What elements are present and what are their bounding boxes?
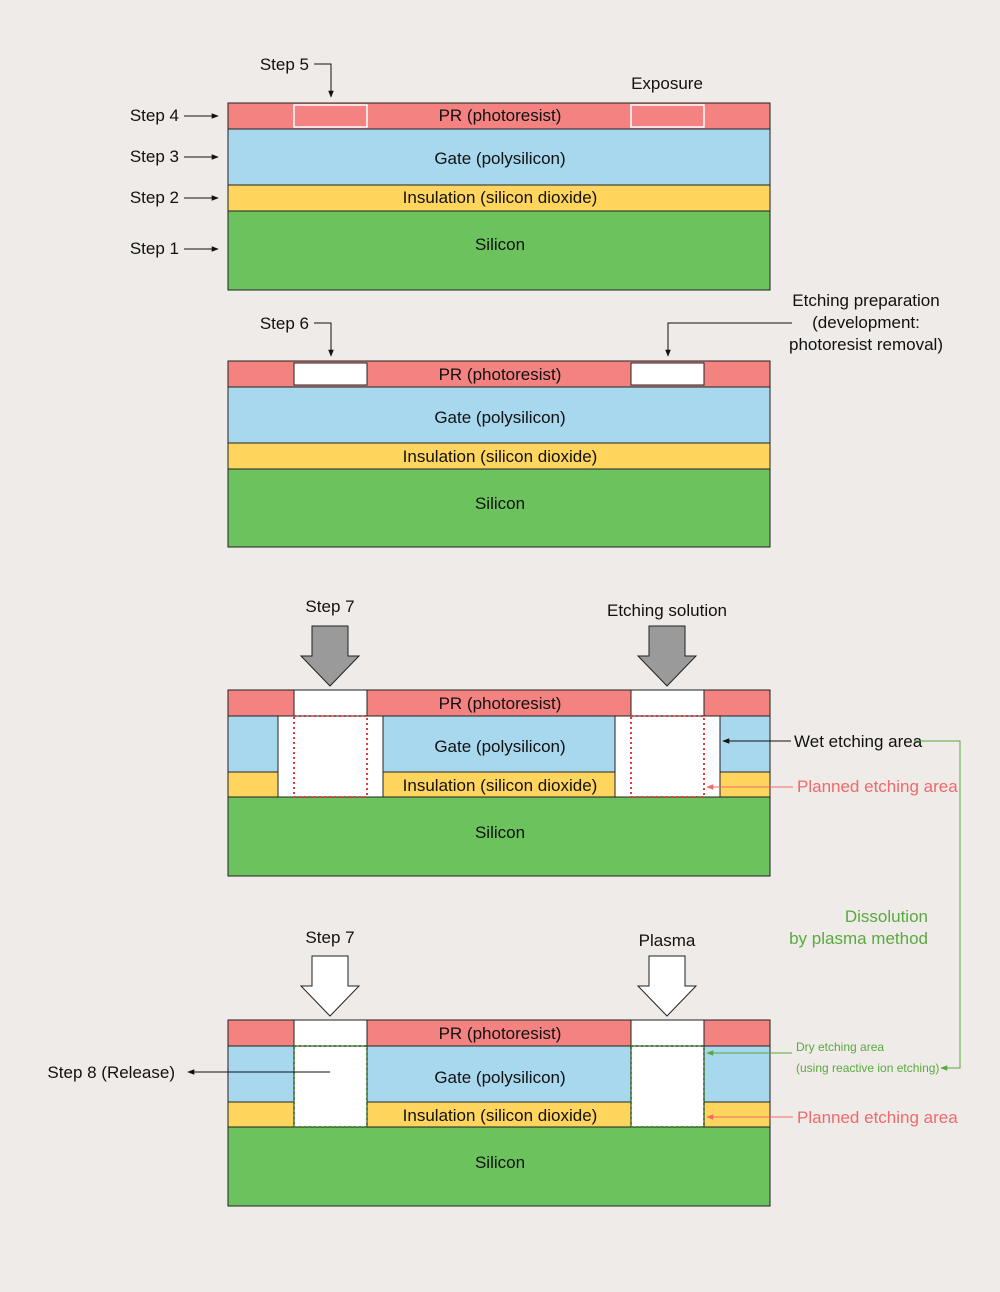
plasma-arrow-right: [636, 955, 698, 1017]
silicon-label: Silicon: [475, 235, 525, 254]
connector-line: [914, 740, 961, 1071]
silicon-label: Silicon: [475, 823, 525, 842]
silicon-layer: [228, 469, 770, 547]
plasma-connector: Dissolution by plasma method: [789, 740, 961, 1071]
gate-layer: [228, 129, 770, 185]
plasma-arrow-left: [299, 955, 361, 1017]
step5-label: Step 5: [260, 55, 309, 74]
insulation-label: Insulation (silicon dioxide): [403, 188, 598, 207]
etching-prep-line2: (development:: [812, 313, 920, 332]
step5-arrow: [314, 63, 334, 98]
dry-etching-line2: (using reactive ion etching): [796, 1061, 939, 1075]
plasma-label: Plasma: [639, 931, 696, 950]
panel-4: PR (photoresist) Gate (polysilicon) Insu…: [47, 928, 958, 1207]
gate-right: [720, 716, 770, 772]
wet-cavity-right: [614, 715, 721, 798]
pr-label: PR (photoresist): [439, 106, 562, 125]
pr-layer: [228, 103, 770, 129]
etching-solution-arrow-right: [636, 625, 698, 687]
gate-left: [228, 716, 278, 772]
planned-etching-outline-right: [630, 715, 705, 798]
planned-etching-label: Planned etching area: [797, 1108, 958, 1127]
gate-label: Gate (polysilicon): [434, 408, 565, 427]
gate-layer: [228, 387, 770, 443]
release-label: Step 8 (Release): [47, 1063, 175, 1082]
pr-label: PR (photoresist): [439, 694, 562, 713]
pr-opening-left: [293, 689, 368, 717]
dry-cavity-right: [630, 1019, 705, 1128]
step2-label: Step 2: [130, 188, 179, 207]
dry-cavity-left: [293, 1019, 368, 1128]
dissolution-line2: by plasma method: [789, 929, 928, 948]
etching-solution-label: Etching solution: [607, 601, 727, 620]
gate-label: Gate (polysilicon): [434, 737, 565, 756]
pr-label: PR (photoresist): [439, 365, 562, 384]
step3-label: Step 3: [130, 147, 179, 166]
panel-2: PR (photoresist) Gate (polysilicon) Insu…: [227, 291, 943, 548]
gate-center: [383, 716, 615, 772]
insulation-label: Insulation (silicon dioxide): [403, 1106, 598, 1125]
pr-opening-left: [293, 362, 368, 386]
pr-label: PR (photoresist): [439, 1024, 562, 1043]
dry-etching-outline-left: [293, 1045, 368, 1128]
exposure-window-left: [293, 104, 368, 128]
planned-etching-outline-left: [293, 715, 368, 798]
silicon-layer: [228, 211, 770, 290]
stack-outline: [227, 689, 771, 877]
silicon-label: Silicon: [475, 1153, 525, 1172]
panel-1: PR (photoresist) Gate (polysilicon) Insu…: [130, 55, 771, 291]
insulation-left: [228, 772, 278, 797]
stack-outline: [227, 102, 771, 291]
insulation-label: Insulation (silicon dioxide): [403, 776, 598, 795]
insulation-label: Insulation (silicon dioxide): [403, 447, 598, 466]
wet-cavity-left: [277, 715, 384, 798]
exposure-label: Exposure: [631, 74, 703, 93]
step1-label: Step 1: [130, 239, 179, 258]
step7-label: Step 7: [305, 928, 354, 947]
step6-label: Step 6: [260, 314, 309, 333]
gate-label: Gate (polysilicon): [434, 1068, 565, 1087]
etching-solution-arrow-left: [299, 625, 361, 687]
pr-opening-right: [630, 689, 705, 717]
stack-outline: [227, 360, 771, 548]
silicon-label: Silicon: [475, 494, 525, 513]
etching-prep-line3: photoresist removal): [789, 335, 943, 354]
silicon-layer: [228, 797, 770, 876]
etching-prep-arrow: [665, 322, 792, 357]
pr-opening-right: [630, 362, 705, 386]
insulation-layer: [228, 185, 770, 211]
dissolution-line1: Dissolution: [845, 907, 928, 926]
wet-etching-label: Wet etching area: [794, 732, 923, 751]
stack-outline: [227, 1019, 771, 1207]
panel-3: PR (photoresist) Gate (polysilicon) Insu…: [227, 597, 958, 877]
etching-prep-line1: Etching preparation: [792, 291, 939, 310]
insulation-right: [720, 772, 770, 797]
insulation-layer: [228, 443, 770, 469]
exposure-window-right: [630, 104, 705, 128]
step4-label: Step 4: [130, 106, 179, 125]
insulation-center: [383, 772, 615, 797]
step7-label: Step 7: [305, 597, 354, 616]
step6-arrow: [314, 322, 334, 357]
gate-label: Gate (polysilicon): [434, 149, 565, 168]
planned-etching-label: Planned etching area: [797, 777, 958, 796]
dry-etching-line1: Dry etching area: [796, 1040, 884, 1054]
dry-etching-outline-right: [630, 1045, 705, 1128]
silicon-layer: [228, 1127, 770, 1206]
